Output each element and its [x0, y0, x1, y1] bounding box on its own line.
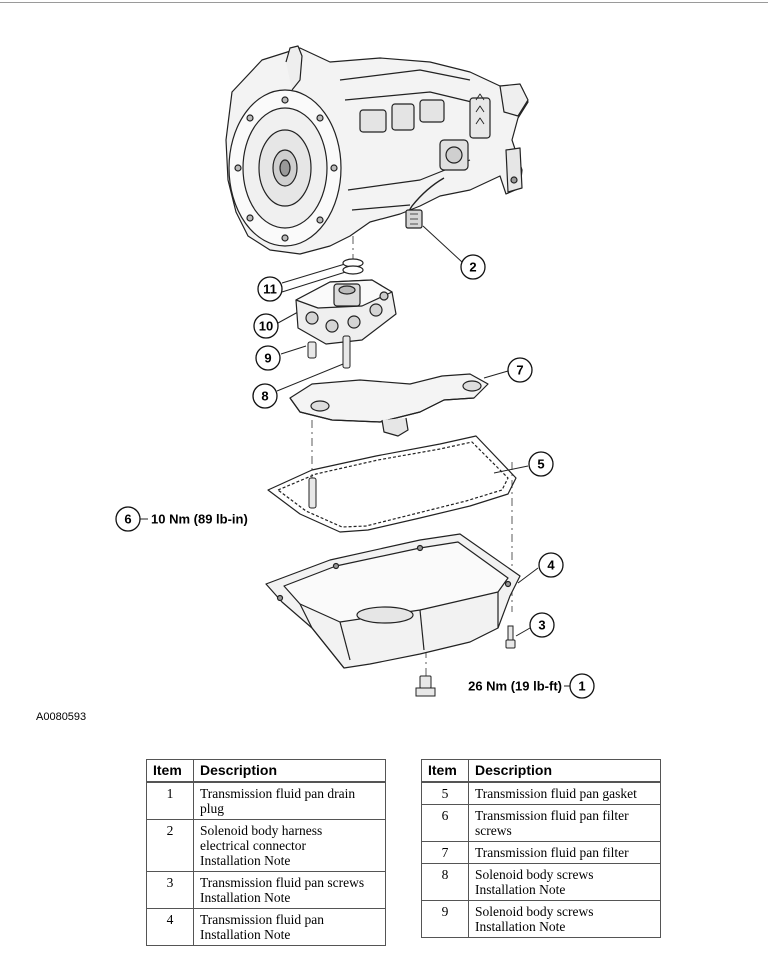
description-line: Solenoid body harness [200, 823, 323, 838]
description-line: Installation Note [475, 919, 566, 934]
callout-9-circle [255, 345, 281, 371]
header-description: Description [468, 759, 661, 783]
table-row: 4 Transmission fluid pan Installation No… [146, 908, 386, 946]
solenoid-screws [307, 335, 351, 369]
item-number: 1 [146, 781, 194, 820]
callout-circles [115, 254, 595, 699]
description-line: Installation Note [475, 882, 566, 897]
callout-4-circle [538, 552, 564, 578]
callout-6: 6 [124, 512, 131, 527]
callout-7: 7 [516, 363, 523, 378]
exploded-view-diagram: 1 2 3 4 5 6 7 8 9 10 11 10 Nm (89 lb-in)… [115, 45, 595, 699]
item-number: 6 [421, 804, 469, 842]
item-description: Transmission fluid pan Installation Note [193, 908, 386, 946]
callout-1: 1 [578, 679, 585, 694]
header-description: Description [193, 759, 386, 783]
item-number: 5 [421, 781, 469, 805]
callout-3-circle [529, 612, 555, 638]
item-number: 8 [421, 863, 469, 901]
item-description: Transmission fluid pan filter [468, 841, 661, 864]
pan-screw [505, 625, 516, 649]
drain-plug [415, 675, 436, 697]
table-row: 5 Transmission fluid pan gasket [421, 781, 661, 805]
item-number: 7 [421, 841, 469, 864]
parts-table-left: Item Description 1 Transmission fluid pa… [146, 759, 386, 946]
item-number: 2 [146, 819, 194, 872]
description-line: Installation Note [200, 890, 291, 905]
callout-7-circle [507, 357, 533, 383]
item-number: 3 [146, 871, 194, 909]
torque-spec-item-1: 26 Nm (19 lb-ft) [468, 679, 562, 694]
item-description: Solenoid body screws Installation Note [468, 863, 661, 901]
filter-screw [308, 477, 317, 509]
description-line: screws [475, 823, 512, 838]
table-row: 9 Solenoid body screws Installation Note [421, 900, 661, 938]
solenoid-body [295, 279, 397, 345]
table-row: 7 Transmission fluid pan filter [421, 841, 661, 864]
table-row: 2 Solenoid body harness electrical conne… [146, 819, 386, 872]
table-row: 3 Transmission fluid pan screws Installa… [146, 871, 386, 909]
seal-rings [342, 258, 364, 275]
callout-6-circle [115, 506, 141, 532]
description-line: Solenoid body screws [475, 867, 594, 882]
callout-9: 9 [264, 351, 271, 366]
description-line: Solenoid body screws [475, 904, 594, 919]
callout-10-circle [253, 313, 279, 339]
description-line: Installation Note [200, 927, 291, 942]
item-description: Transmission fluid pan drain plug [193, 781, 386, 820]
callout-2: 2 [469, 260, 476, 275]
item-description: Solenoid body screws Installation Note [468, 900, 661, 938]
description-line: Transmission fluid pan [200, 912, 325, 927]
fluid-pan [265, 533, 521, 669]
description-line: electrical connector [200, 838, 307, 853]
table-row: 1 Transmission fluid pan drain plug [146, 781, 386, 820]
item-description: Transmission fluid pan screws Installati… [193, 871, 386, 909]
callout-5: 5 [537, 457, 544, 472]
transmission-assembly [225, 45, 529, 255]
callout-1-circle [569, 673, 595, 699]
callout-11: 11 [263, 282, 277, 297]
description-line: Installation Note [200, 853, 291, 868]
description-line: Transmission fluid pan filter [475, 808, 629, 823]
callout-2-circle [460, 254, 486, 280]
header-item: Item [146, 759, 194, 783]
description-line: Transmission fluid pan filter [475, 845, 629, 860]
fluid-pan-filter [289, 373, 489, 437]
table-row: 8 Solenoid body screws Installation Note [421, 863, 661, 901]
description-line: plug [200, 801, 225, 816]
description-line: Transmission fluid pan screws [200, 875, 365, 890]
callout-8-circle [252, 383, 278, 409]
callout-3: 3 [538, 618, 545, 633]
parts-table-right: Item Description 5 Transmission fluid pa… [421, 759, 661, 938]
item-number: 9 [421, 900, 469, 938]
callout-8: 8 [261, 389, 268, 404]
torque-spec-item-6: 10 Nm (89 lb-in) [151, 512, 248, 527]
item-number: 4 [146, 908, 194, 946]
callout-10: 10 [259, 319, 273, 334]
table-header-row: Item Description [146, 759, 386, 783]
leader-lines [140, 225, 570, 687]
item-description: Transmission fluid pan gasket [468, 781, 661, 805]
callout-4: 4 [547, 558, 555, 573]
callout-5-circle [528, 451, 554, 477]
callout-11-circle [257, 276, 283, 302]
top-rule [0, 2, 768, 3]
fluid-pan-gasket [267, 435, 517, 533]
item-description: Transmission fluid pan filter screws [468, 804, 661, 842]
figure-id: A0080593 [36, 711, 87, 723]
table-row: 6 Transmission fluid pan filter screws [421, 804, 661, 842]
description-line: Transmission fluid pan gasket [475, 786, 637, 801]
description-line: Transmission fluid pan drain [200, 786, 356, 801]
item-description: Solenoid body harness electrical connect… [193, 819, 386, 872]
header-item: Item [421, 759, 469, 783]
table-header-row: Item Description [421, 759, 661, 783]
